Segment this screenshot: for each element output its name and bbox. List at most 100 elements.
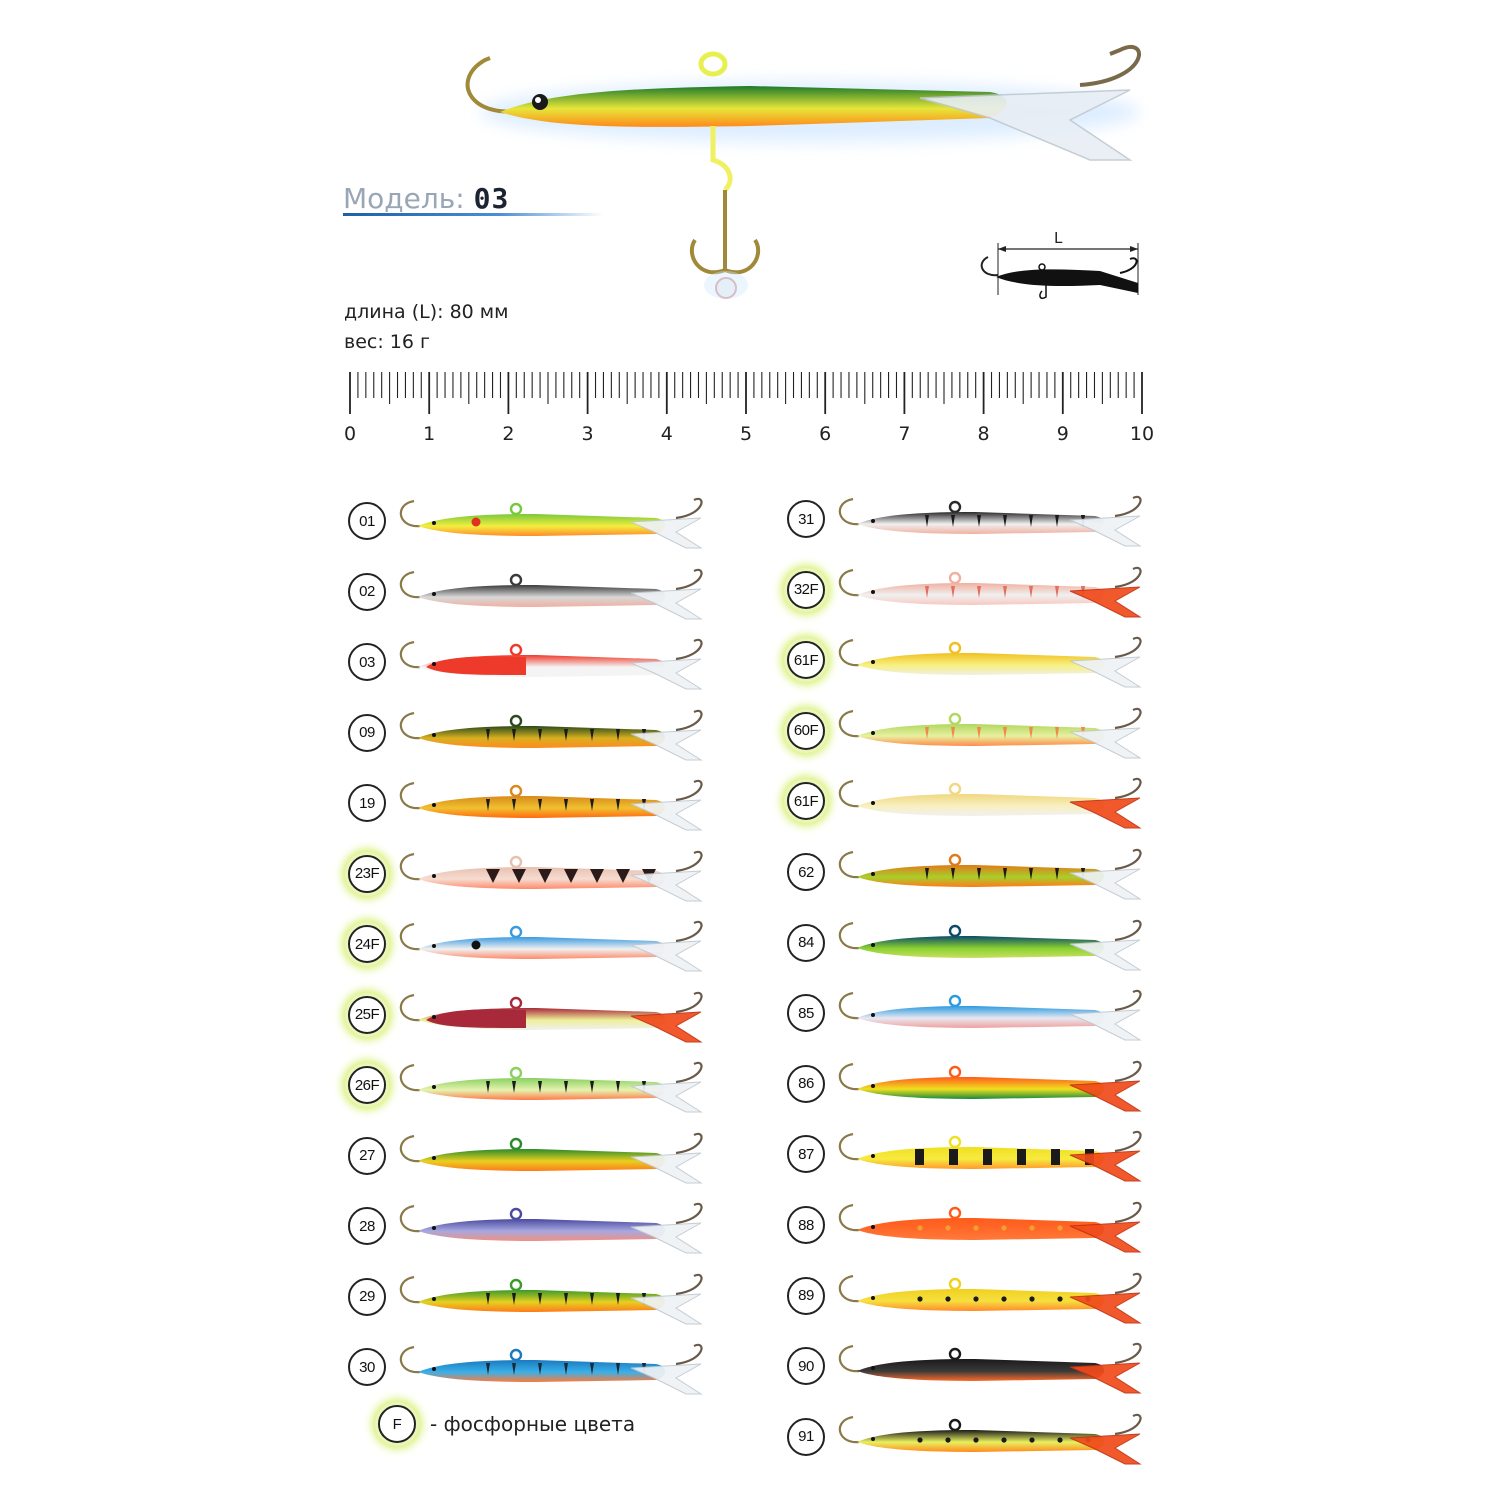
lure-image [838,1131,1142,1182]
lure-code-badge: 60F [787,711,825,750]
lure-image [399,1343,703,1395]
lure-item: 26F [348,1056,728,1116]
length-schematic: L [980,229,1139,300]
lure-item: 09 [348,704,728,764]
lure-item: 84 [787,914,1167,974]
lure-item: 91 [787,1408,1167,1468]
ruler-label: 7 [898,423,910,445]
lure-image [399,991,703,1042]
model-title: Модель: 03 [343,181,509,217]
lure-image [838,1343,1142,1394]
ruler-label: 10 [1130,423,1154,445]
model-label: Модель: [343,182,465,215]
spec-length: длина (L): 80 мм [344,301,509,323]
lure-code-badge: 26F [348,1066,386,1104]
lure-item: 25F [348,986,728,1046]
lure-code-badge: 32F [787,570,825,609]
lure-image [838,1272,1142,1324]
lure-image [399,920,703,972]
lure-image [838,707,1142,759]
lure-code-badge: 87 [787,1135,825,1174]
lure-item: 30 [348,1338,728,1398]
lure-code-badge: 23F [348,854,386,893]
model-underline [343,213,603,216]
lure-code-badge: 85 [787,994,825,1033]
ruler-label: 4 [661,423,673,445]
lure-item: 19 [348,774,728,834]
lure-image [399,709,703,760]
lure-image [399,638,703,690]
lure-image [838,495,1142,547]
lure-image [399,568,703,619]
lure-code-badge: 09 [348,713,386,752]
lure-item: 89 [787,1267,1167,1327]
ruler-label: 1 [423,423,435,445]
lure-code-badge: 86 [787,1064,825,1103]
ruler-label: 3 [582,423,594,445]
lure-image [399,850,703,901]
spec-weight: вес: 16 г [344,331,430,353]
lure-item: 27 [348,1127,728,1187]
legend-badge: F [378,1405,416,1443]
ruler-label: 0 [344,423,356,445]
legend: F - фосфорные цвета [378,1403,698,1445]
lure-image [399,1061,703,1113]
lure-code-badge: 02 [348,572,386,611]
lure-code-badge: 19 [348,784,386,822]
lure-item: 02 [348,563,728,623]
lure-image [399,497,703,549]
lure-image [838,990,1142,1041]
lure-image [838,566,1142,618]
lure-image [399,1273,703,1324]
lure-code-badge: 30 [348,1348,386,1386]
lure-code-badge: 24F [348,925,386,963]
lure-item: 61F [787,772,1167,832]
lure-code-badge: 91 [787,1417,825,1456]
lure-code-badge: 31 [787,500,825,538]
lure-code-badge: 90 [787,1347,825,1386]
ruler-label: 9 [1057,423,1069,445]
lure-item: 28 [348,1197,728,1257]
lure-code-badge: 25F [348,995,386,1034]
lure-item: 87 [787,1125,1167,1185]
schematic-label: L [1054,229,1063,247]
lure-image [399,779,703,831]
lure-code-badge: 03 [348,643,386,681]
lure-item: 03 [348,633,728,693]
lure-item: 32F [787,561,1167,621]
lure-item: 23F [348,845,728,905]
ruler-label: 2 [502,423,514,445]
lure-image [838,637,1142,688]
lure-item: 86 [787,1055,1167,1115]
lure-image [838,848,1142,900]
ruler-label: 6 [819,423,831,445]
lure-code-badge: 29 [348,1277,386,1316]
lure-item: 31 [787,490,1167,550]
lure-code-badge: 27 [348,1136,386,1175]
ruler-label: 8 [978,423,990,445]
lure-image [838,1201,1142,1253]
lure-item: 90 [787,1337,1167,1397]
hero-lure-image [465,44,1142,299]
lure-image [838,778,1142,829]
lure-item: 24F [348,915,728,975]
lure-image [399,1132,703,1183]
lure-code-badge: 01 [348,502,386,540]
lure-image [399,1202,703,1254]
lure-item: 88 [787,1196,1167,1256]
lure-item: 29 [348,1268,728,1328]
lure-code-badge: 61F [787,782,825,821]
lure-image [838,1413,1142,1465]
lure-code-badge: 61F [787,641,825,680]
lure-code-badge: 84 [787,923,825,962]
legend-text: - фосфорные цвета [430,1412,636,1436]
ruler-label: 5 [740,423,752,445]
lure-item: 85 [787,984,1167,1044]
lure-image [838,1060,1142,1112]
lure-code-badge: 62 [787,853,825,891]
lure-item: 62 [787,843,1167,903]
lure-item: 61F [787,631,1167,691]
model-number: 03 [473,182,510,215]
ruler: 0 1 2 3 4 5 6 7 8 9 10 [344,372,1154,445]
lure-item: 60F [787,702,1167,762]
